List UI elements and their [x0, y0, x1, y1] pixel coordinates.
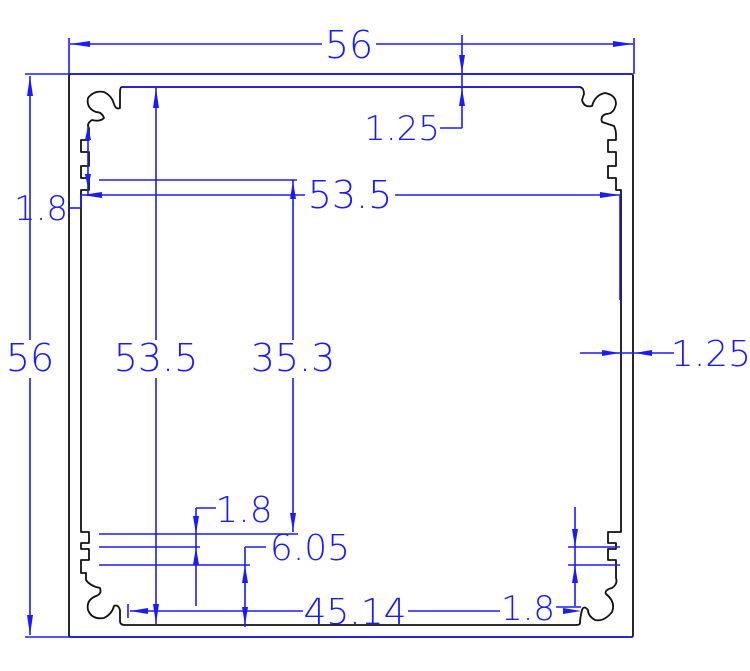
dim-inner-width: 53.5 [308, 173, 393, 217]
dim-right-wall-thickness: 1.25 [671, 334, 750, 375]
dim-outer-height: 56 [6, 336, 54, 380]
dim-top-wall-thickness: 1.25 [364, 109, 440, 149]
dimension-labels: 56 56 1.25 1.8 53.5 53.5 35.3 1.25 1.8 6… [6, 23, 750, 633]
dim-inner-height: 53.5 [114, 336, 199, 380]
dim-slot-offset-bottom: 6.05 [270, 528, 350, 569]
dim-outer-width: 56 [325, 23, 373, 67]
inner-wall [80, 86, 622, 626]
dim-slot-to-slot-height: 35.3 [251, 336, 336, 380]
dim-side-rail-offset: 1.8 [14, 189, 68, 229]
dim-slot-width-left: 1.8 [215, 490, 272, 531]
dim-slot-width-right: 1.8 [501, 589, 555, 629]
dim-bottom-inner-width: 45.14 [303, 592, 406, 633]
dimension-lines [25, 35, 674, 638]
